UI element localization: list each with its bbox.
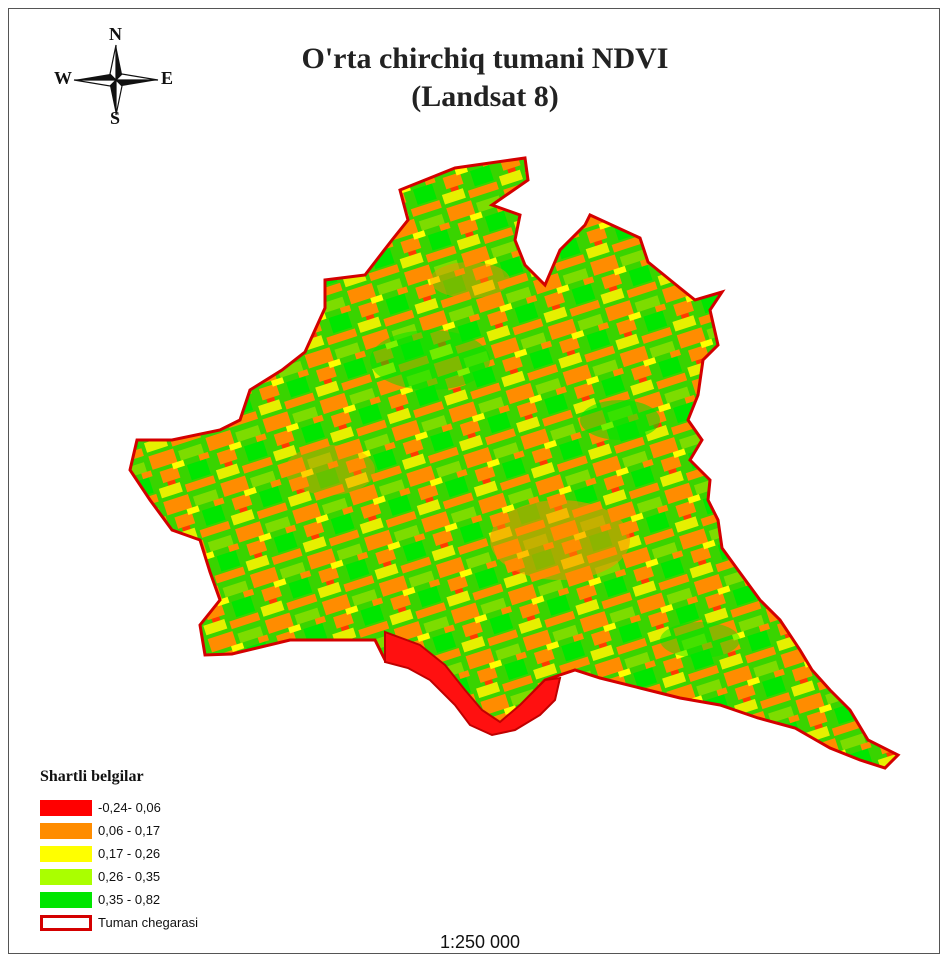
legend-swatch xyxy=(40,822,92,839)
legend-label-boundary: Tuman chegarasi xyxy=(98,915,198,930)
legend-item: 0,17 - 0,26 xyxy=(40,842,300,865)
legend-label: -0,24- 0,06 xyxy=(98,800,161,815)
legend-label: 0,06 - 0,17 xyxy=(98,823,161,838)
legend-swatch xyxy=(40,799,92,816)
compass-south-label: S xyxy=(110,108,121,128)
legend-swatch xyxy=(40,845,92,862)
legend-item: 0,06 - 0,17 xyxy=(40,819,300,842)
legend-item: -0,24- 0,06 xyxy=(40,796,300,819)
compass-west-label: W xyxy=(54,68,72,88)
map-scale: 1:250 000 xyxy=(439,932,521,952)
legend-title: Shartli belgilar xyxy=(40,768,144,785)
compass-north-label: N xyxy=(109,24,122,44)
district-ndvi-area xyxy=(128,156,901,770)
legend-item: 0,35 - 0,82 xyxy=(40,888,300,911)
legend-label: 0,26 - 0,35 xyxy=(98,869,161,884)
legend-swatch-boundary xyxy=(40,914,92,931)
compass-east-label: E xyxy=(161,68,174,88)
legend-item: 0,26 - 0,35 xyxy=(40,865,300,888)
legend-swatch xyxy=(40,891,92,908)
map-title-line1: O'rta chirchiq tumani NDVI xyxy=(301,42,669,75)
north-arrow: N S E W xyxy=(36,24,196,130)
legend-label: 0,17 - 0,26 xyxy=(98,846,161,861)
map-legend: Shartli belgilar -0,24- 0,06 0,06 - 0,17… xyxy=(40,768,300,934)
low-ndvi-area xyxy=(384,630,562,737)
compass-rose-icon xyxy=(73,44,159,116)
map-title: O'rta chirchiq tumani NDVI (Landsat 8) xyxy=(200,40,770,116)
legend-label: 0,35 - 0,82 xyxy=(98,892,161,907)
legend-swatch xyxy=(40,868,92,885)
legend-item-boundary: Tuman chegarasi xyxy=(40,911,300,934)
map-title-line2: (Landsat 8) xyxy=(411,80,559,113)
